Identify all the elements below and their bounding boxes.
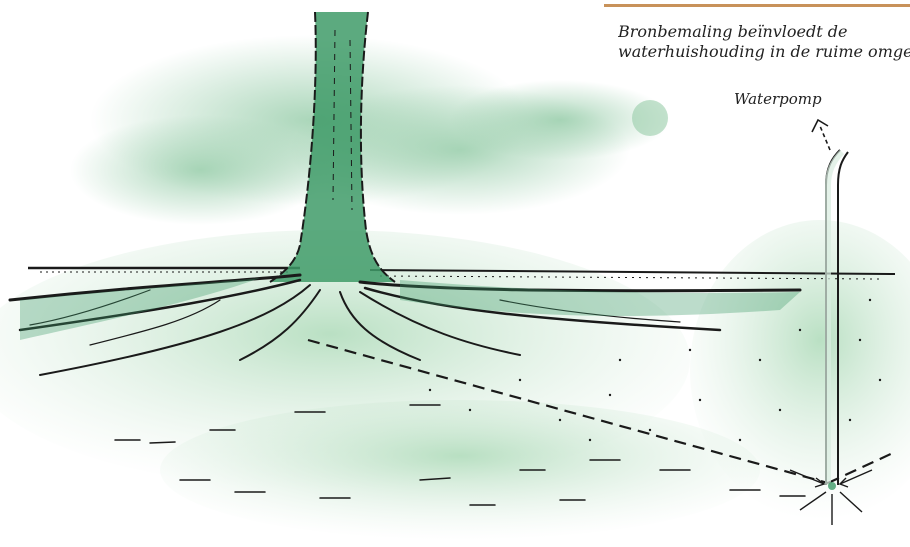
caption: Bronbemaling beïnvloedt de waterhuishoud… [618,22,910,62]
pump-label: Waterpomp [734,90,822,108]
foliage-haze [70,35,670,225]
discharge-arrow [812,120,830,150]
caption-rule [604,4,910,7]
caption-line-2: waterhuishouding in de ruime omgeving [618,42,910,62]
caption-line-1: Bronbemaling beïnvloedt de [618,22,910,42]
